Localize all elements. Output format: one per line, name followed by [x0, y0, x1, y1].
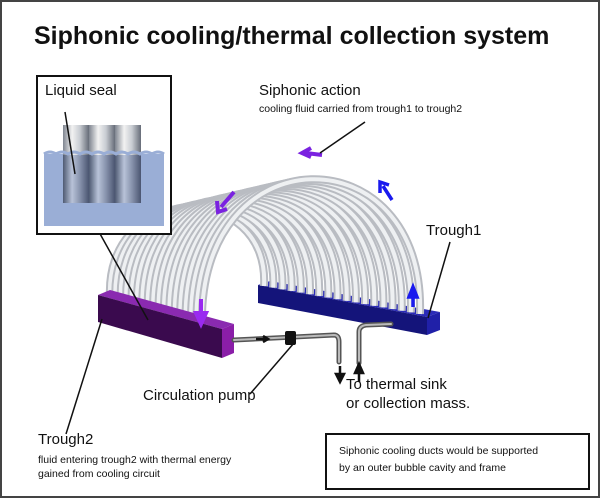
- diagram-title: Siphonic cooling/thermal collection syst…: [34, 22, 550, 50]
- liquid-seal-label: Liquid seal: [45, 82, 117, 99]
- circulation-pipes: [231, 321, 394, 366]
- arrow-down-left-icon: [215, 190, 236, 215]
- trough2-subtext-line2: gained from cooling circuit: [38, 468, 160, 480]
- note-line2: by an outer bubble cavity and frame: [339, 462, 506, 474]
- trough1-label: Trough1: [426, 222, 482, 239]
- note-box: [325, 433, 590, 490]
- siphonic-action-subtext: cooling fluid carried from trough1 to tr…: [259, 103, 463, 115]
- arrow-down-icon: [192, 299, 210, 329]
- arrow-up-left-icon: [378, 179, 394, 201]
- arrow-up-icon: [406, 282, 420, 307]
- leader-lines: [65, 121, 451, 435]
- pump-label: Circulation pump: [143, 387, 256, 404]
- arrow-up-icon: [353, 360, 365, 382]
- trough2-subtext-line1: fluid entering trough2 with thermal ener…: [38, 454, 232, 466]
- trough2-label: Trough2: [38, 431, 94, 448]
- liquid-seal-inset: [36, 75, 172, 235]
- sink-label-line1: To thermal sink: [346, 376, 447, 393]
- sink-label-line2: or collection mass.: [346, 395, 471, 412]
- arrow-left-icon: [297, 146, 323, 159]
- cooling-duct: [199, 177, 423, 329]
- arrow-right-icon: [256, 334, 271, 344]
- arrow-down-icon: [333, 366, 347, 385]
- cooling-duct-arches: [105, 175, 425, 329]
- note-line1: Siphonic cooling ducts would be supporte…: [339, 445, 539, 457]
- siphonic-action-heading: Siphonic action: [259, 82, 361, 99]
- circulation-pump: [285, 331, 296, 345]
- flow-arrows: [192, 146, 420, 329]
